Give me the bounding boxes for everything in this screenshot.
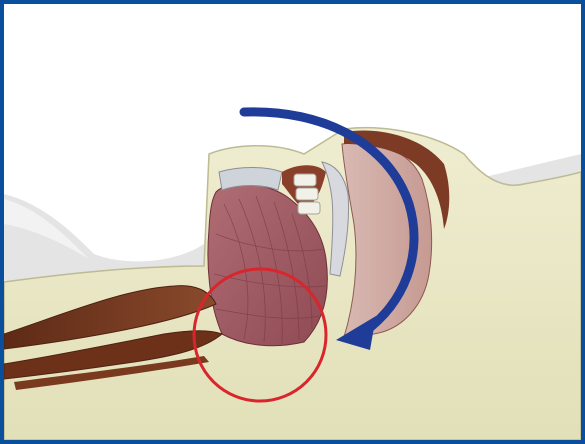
airway-illustration bbox=[4, 4, 581, 440]
